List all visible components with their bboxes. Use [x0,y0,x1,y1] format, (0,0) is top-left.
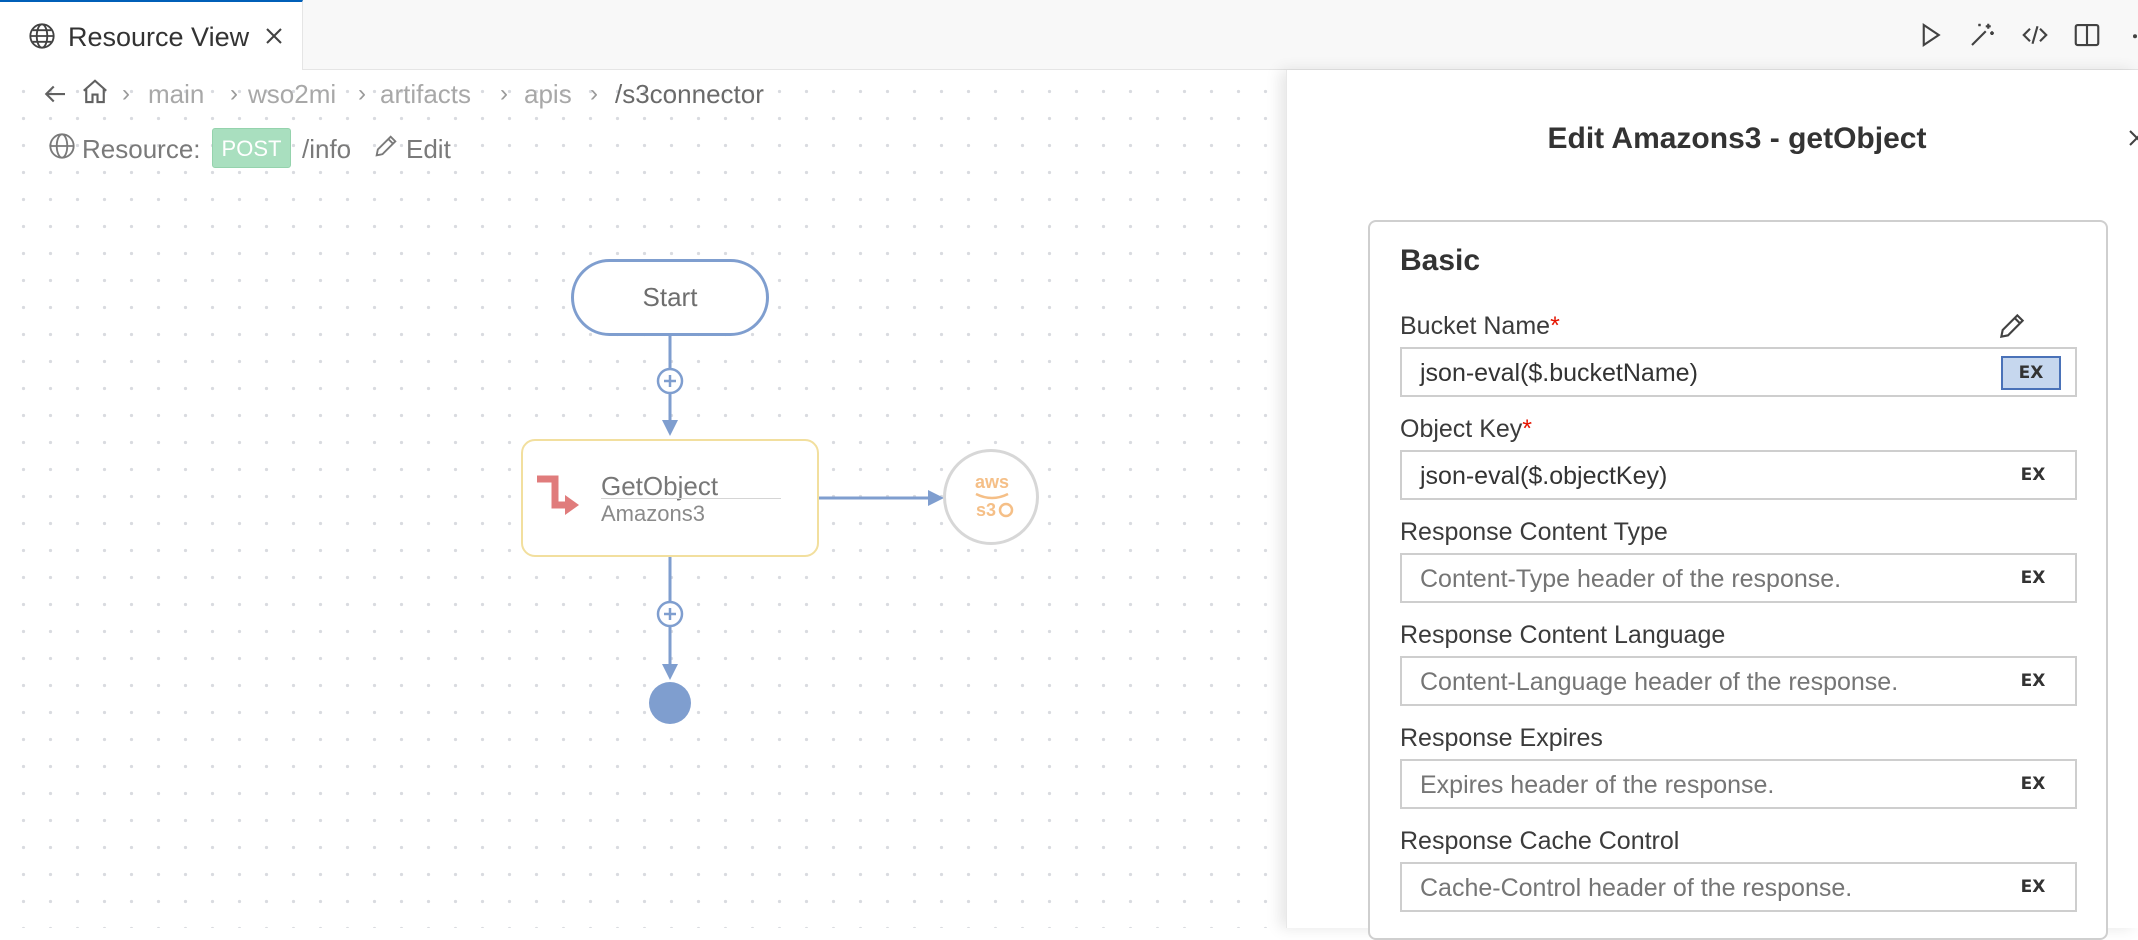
expression-toggle-button[interactable]: EX [2001,356,2061,390]
close-icon[interactable] [2127,128,2138,148]
panel-title: Edit Amazons3 - getObject [1547,122,1927,155]
bucket-name-input[interactable]: json-eval($.bucketName) EX [1400,347,2077,397]
pencil-icon[interactable] [372,132,400,160]
input-placeholder: Expires header of the response. [1420,771,1775,799]
input-placeholder: Cache-Control header of the response. [1420,874,1853,902]
expression-toggle-button[interactable]: EX [2020,774,2046,794]
aws-text: aws [975,472,1009,492]
breadcrumb-item-apis[interactable]: apis [524,79,572,109]
expression-toggle-button[interactable]: EX [2020,465,2046,485]
edit-side-panel: Edit Amazons3 - getObject Basic Bucket N… [1286,70,2138,940]
response-cache-control-input[interactable]: Cache-Control header of the response. EX [1400,862,2077,912]
globe-icon [29,23,55,49]
basic-section: Basic Bucket Name* json-eval($.bucketNam… [1368,220,2108,940]
resource-label: Resource: [82,134,201,164]
edit-resource-link[interactable]: Edit [406,134,451,164]
breadcrumb-separator: › [122,80,130,107]
add-step-icon[interactable] [655,599,685,629]
home-icon[interactable] [80,77,110,107]
response-cache-control-label: Response Cache Control [1400,827,1680,855]
input-placeholder: Content-Type header of the response. [1420,565,1842,593]
end-node[interactable] [649,682,691,724]
breadcrumb-separator: › [358,80,366,107]
required-marker: * [1522,415,1533,443]
more-actions-icon[interactable] [2122,20,2138,50]
expression-toggle-button[interactable]: EX [2020,568,2046,588]
connector-operation-icon [537,475,579,515]
object-key-value: json-eval($.objectKey) [1420,462,1668,490]
breadcrumb-separator: › [590,80,598,107]
back-arrow-icon[interactable] [40,79,70,109]
s3-text: s3 [976,500,996,520]
tab-resource-view[interactable]: Resource View [0,0,303,70]
bucket-name-label: Bucket Name* [1400,312,1560,340]
expression-toggle-button[interactable]: EX [2020,877,2046,897]
response-expires-label: Response Expires [1400,724,1603,752]
section-title: Basic [1400,244,1481,277]
code-icon[interactable] [2020,20,2050,50]
split-editor-icon[interactable] [2072,20,2102,50]
node-divider [601,498,781,499]
aws-s3-endpoint-node[interactable]: aws s3 [943,449,1039,545]
bucket-name-value: json-eval($.bucketName) [1420,359,1698,387]
required-marker: * [1550,312,1560,340]
breadcrumb-current: /s3connector [615,79,764,109]
response-content-language-input[interactable]: Content-Language header of the response.… [1400,656,2077,706]
breadcrumb-item-main[interactable]: main [148,79,205,109]
breadcrumb-separator: › [500,80,508,107]
add-step-icon[interactable] [655,366,685,396]
close-icon[interactable] [262,24,286,48]
input-placeholder: Content-Language header of the response. [1420,668,1899,696]
tab-title: Resource View [68,22,250,52]
node-subtitle: Amazons3 [601,501,705,526]
response-content-type-input[interactable]: Content-Type header of the response. EX [1400,553,2077,603]
method-badge: POST [212,128,291,168]
getobject-node[interactable]: GetObject Amazons3 [521,439,819,557]
resource-path: /info [302,134,352,164]
object-key-input[interactable]: json-eval($.objectKey) EX [1400,450,2077,500]
start-node[interactable]: Start [571,259,769,336]
response-content-language-label: Response Content Language [1400,621,1726,649]
editor-tab-bar: Resource View [0,0,2138,70]
breadcrumb-item-wso2mi[interactable]: wso2mi [248,79,337,109]
start-node-label: Start [642,282,698,312]
run-icon[interactable] [1915,20,1945,50]
globe-icon [49,133,75,159]
object-key-label: Object Key* [1400,415,1533,443]
response-expires-input[interactable]: Expires header of the response. EX [1400,759,2077,809]
magic-wand-icon[interactable] [1967,20,1997,50]
aws-s3-logo-icon: aws s3 [975,472,1014,520]
pencil-icon[interactable] [1996,310,2028,342]
node-title: GetObject [601,471,719,501]
expression-toggle-button[interactable]: EX [2020,671,2046,691]
breadcrumb-item-artifacts[interactable]: artifacts [380,79,472,109]
breadcrumb-separator: › [230,80,238,107]
response-content-type-label: Response Content Type [1400,518,1668,546]
